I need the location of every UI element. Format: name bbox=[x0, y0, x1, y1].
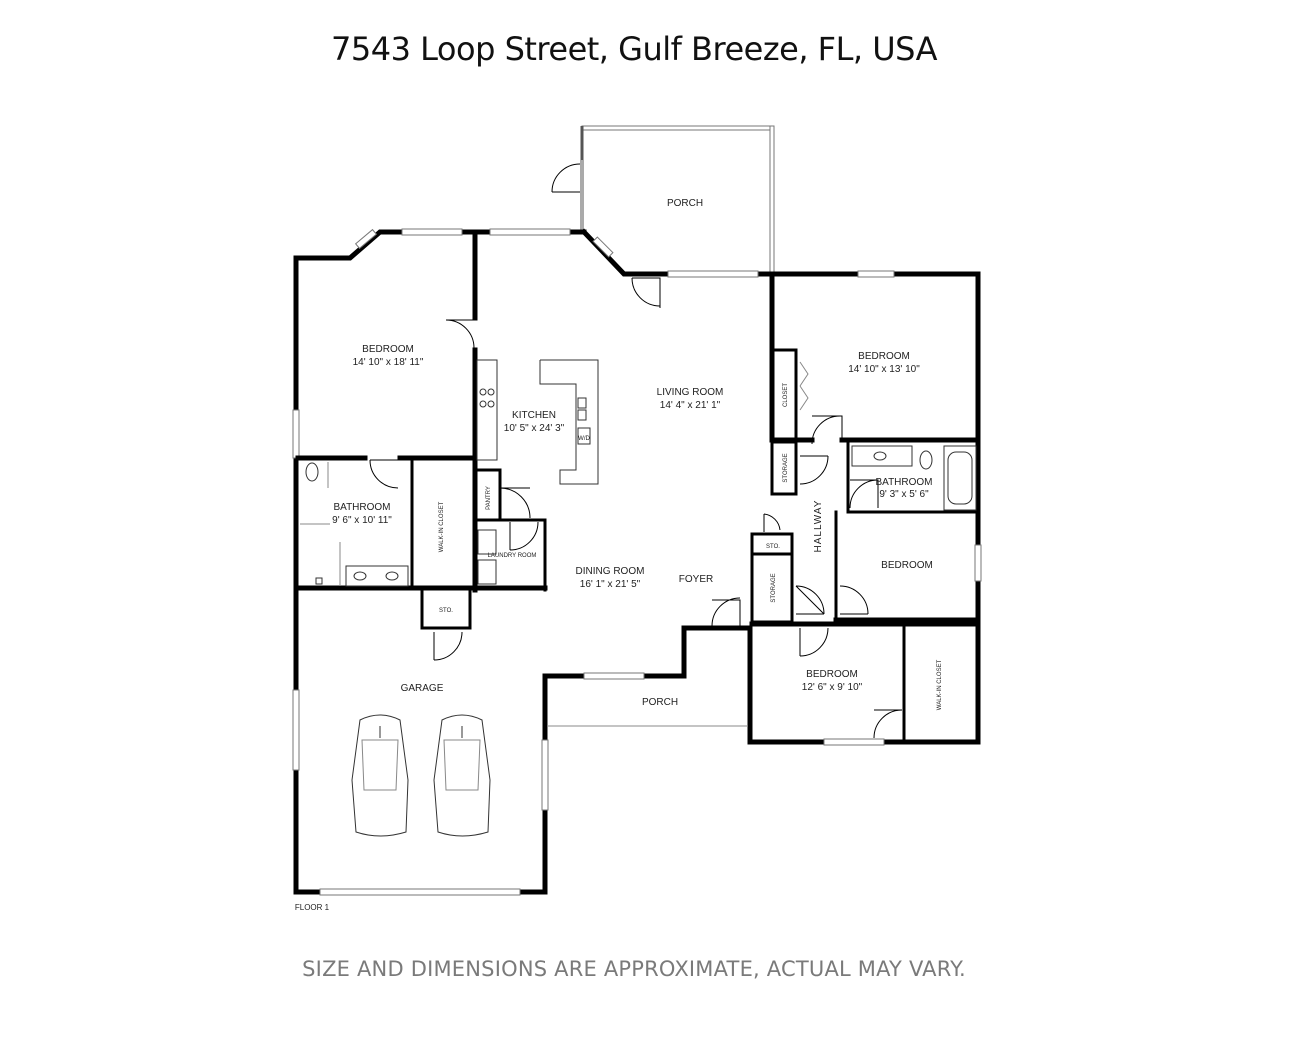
bath-fixtures bbox=[300, 445, 977, 587]
room-labels: PORCH BEDROOM 14' 10" x 18' 11" KITCHEN … bbox=[332, 198, 943, 710]
room-storage-1: STORAGE bbox=[783, 453, 789, 482]
kitchen-fixtures: W/D bbox=[476, 359, 599, 485]
garage-cars bbox=[351, 714, 491, 837]
room-hallway: HALLWAY bbox=[813, 500, 824, 553]
room-dining-dims: 16' 1" x 21' 5" bbox=[580, 579, 641, 590]
room-pantry: PANTRY bbox=[486, 486, 492, 510]
room-storage-2: STORAGE bbox=[771, 573, 777, 602]
washer-dryer-label: W/D bbox=[578, 436, 590, 442]
room-bathroom-right-dims: 9' 3" x 5' 6" bbox=[879, 489, 929, 500]
room-bedroom-left-dims: 14' 10" x 18' 11" bbox=[353, 357, 424, 368]
room-bathroom-left: BATHROOM bbox=[333, 502, 390, 513]
car-icon bbox=[351, 714, 409, 837]
room-garage: GARAGE bbox=[401, 683, 444, 694]
room-bedroom-right-mid: BEDROOM bbox=[881, 560, 933, 571]
disclaimer: SIZE AND DIMENSIONS ARE APPROXIMATE, ACT… bbox=[302, 957, 966, 981]
room-porch-front: PORCH bbox=[642, 697, 678, 708]
room-laundry: LAUNDRY ROOM bbox=[488, 553, 537, 559]
room-walk-in-closet-left: WALK-IN CLOSET bbox=[439, 501, 445, 552]
room-sto-hall: STO. bbox=[766, 544, 780, 550]
room-bedroom-right-bottom-dims: 12' 6" x 9' 10" bbox=[802, 682, 863, 693]
room-bathroom-left-dims: 9' 6" x 10' 11" bbox=[332, 515, 392, 526]
porch-top-structure bbox=[551, 125, 775, 275]
floor-label: FLOOR 1 bbox=[295, 903, 330, 912]
room-bathroom-right: BATHROOM bbox=[875, 477, 932, 488]
interior-walls bbox=[295, 229, 981, 744]
room-living-dims: 14' 4" x 21' 1" bbox=[660, 400, 721, 411]
room-closet: CLOSET bbox=[783, 383, 789, 407]
doors bbox=[369, 277, 903, 739]
room-sto-garage: STO. bbox=[439, 608, 453, 614]
room-porch-top: PORCH bbox=[667, 198, 703, 209]
room-bedroom-left: BEDROOM bbox=[362, 344, 414, 355]
room-bedroom-right-bottom: BEDROOM bbox=[806, 669, 858, 680]
room-living: LIVING ROOM bbox=[657, 387, 724, 398]
room-kitchen: KITCHEN bbox=[512, 410, 556, 421]
room-dining: DINING ROOM bbox=[576, 566, 645, 577]
room-foyer: FOYER bbox=[679, 574, 713, 585]
windows bbox=[292, 228, 982, 896]
page-title: 7543 Loop Street, Gulf Breeze, FL, USA bbox=[331, 30, 937, 68]
room-bedroom-right-top-dims: 14' 10" x 13' 10" bbox=[848, 364, 920, 375]
room-kitchen-dims: 10' 5" x 24' 3" bbox=[504, 423, 565, 434]
car-icon bbox=[433, 714, 491, 837]
room-walk-in-closet-right: WALK-IN CLOSET bbox=[937, 659, 943, 710]
room-bedroom-right-top: BEDROOM bbox=[858, 351, 910, 362]
